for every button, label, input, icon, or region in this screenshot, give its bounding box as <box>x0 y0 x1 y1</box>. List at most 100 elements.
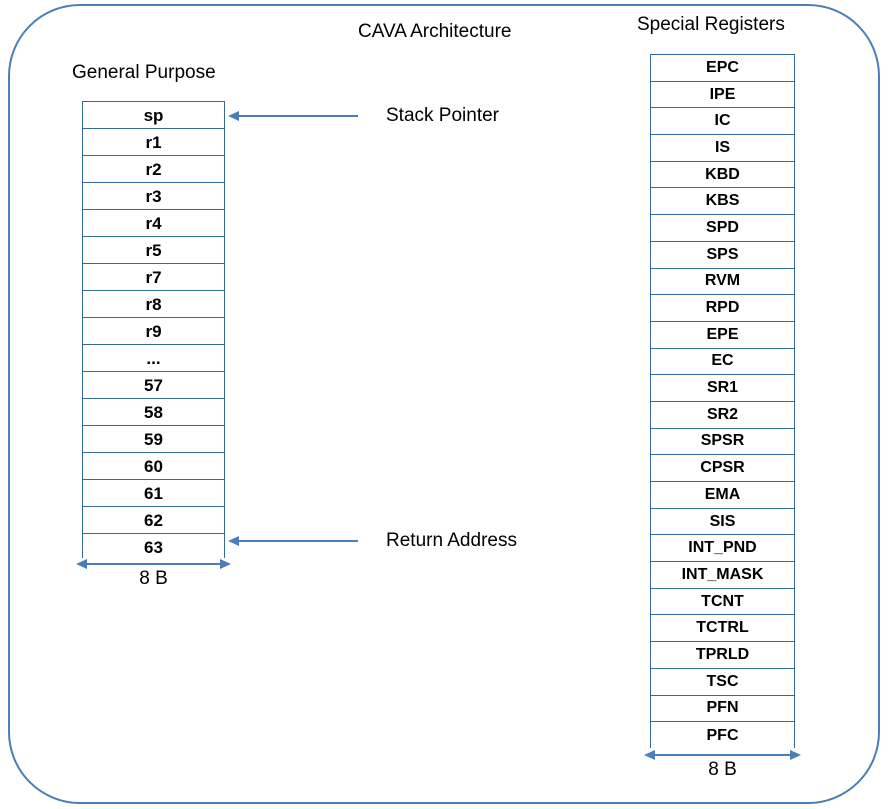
special-register-label: TCNT <box>701 592 744 610</box>
arrow-left-icon <box>228 111 358 121</box>
special-register-cell[interactable]: PFN <box>651 695 794 723</box>
callout-return-address: Return Address <box>228 530 517 552</box>
special-register-cell[interactable]: EPE <box>651 321 794 349</box>
general-purpose-register-cell[interactable]: r1 <box>83 129 224 156</box>
general-purpose-register-label: 62 <box>144 510 163 530</box>
special-register-cell[interactable]: TSC <box>651 668 794 696</box>
special-register-cell[interactable]: EC <box>651 348 794 376</box>
special-register-label: SPD <box>706 218 739 236</box>
general-purpose-register-label: r2 <box>145 159 162 179</box>
general-purpose-register-cell[interactable]: r5 <box>83 237 224 264</box>
callout-stack-pointer-label: Stack Pointer <box>386 105 499 126</box>
special-register-cell[interactable]: EMA <box>651 482 794 509</box>
special-register-label: KBD <box>705 165 740 183</box>
general-purpose-register-cell[interactable]: r4 <box>83 210 224 237</box>
special-register-label: PFN <box>706 699 739 717</box>
special-register-label: INT_PND <box>688 539 757 557</box>
general-purpose-register-label: 61 <box>144 483 163 503</box>
special-register-cell[interactable]: IS <box>651 135 794 162</box>
special-register-cell[interactable]: SPSR <box>651 428 794 456</box>
special-register-cell[interactable]: SPD <box>651 215 794 242</box>
special-register-cell[interactable]: CPSR <box>651 455 794 482</box>
general-purpose-register-cell[interactable]: sp <box>83 102 224 129</box>
special-register-label: EPE <box>706 325 739 343</box>
general-purpose-register-cell[interactable]: r3 <box>83 183 224 210</box>
special-register-cell[interactable]: SIS <box>651 508 794 536</box>
general-purpose-register-cell[interactable]: r2 <box>83 156 224 183</box>
special-register-label: SR2 <box>706 405 739 423</box>
general-purpose-register-label: r3 <box>145 186 162 206</box>
general-purpose-register-cell[interactable]: ... <box>83 345 224 372</box>
general-purpose-register-label: 60 <box>144 456 163 476</box>
outer-rounded-frame <box>8 4 880 804</box>
special-register-cell[interactable]: IC <box>651 108 794 136</box>
callout-stack-pointer: Stack Pointer <box>228 105 499 127</box>
double-arrow-icon <box>644 750 801 760</box>
special-register-cell[interactable]: KBD <box>651 161 794 189</box>
special-registers-heading: Special Registers <box>637 14 785 35</box>
general-purpose-register-label: ... <box>146 348 161 368</box>
general-purpose-heading: General Purpose <box>72 62 216 83</box>
page-title: CAVA Architecture <box>358 21 512 42</box>
special-register-cell[interactable]: PFC <box>651 722 794 749</box>
general-purpose-register-label: r1 <box>145 132 162 152</box>
general-purpose-register-cell[interactable]: r9 <box>83 318 224 345</box>
general-purpose-register-cell[interactable]: r8 <box>83 291 224 318</box>
general-purpose-register-label: sp <box>143 105 164 125</box>
special-register-label: SIS <box>709 512 736 530</box>
general-purpose-register-column: sp r1 r2 r3 r4 r5 r7 r8 r9... 57 58 59 60 61 62 63 <box>82 101 225 561</box>
special-register-cell[interactable]: SR2 <box>651 401 794 429</box>
general-purpose-register-cell[interactable]: 62 <box>83 507 224 534</box>
general-purpose-register-cell[interactable]: 63 <box>83 534 224 561</box>
special-register-label: INT_MASK <box>681 565 764 583</box>
general-purpose-register-cell[interactable]: 59 <box>83 426 224 453</box>
special-register-label: IC <box>714 112 731 130</box>
special-register-cell[interactable]: INT_MASK <box>651 562 794 589</box>
callout-return-address-label: Return Address <box>386 530 517 551</box>
general-purpose-register-label: 63 <box>144 538 163 557</box>
general-purpose-register-cell[interactable]: 61 <box>83 480 224 507</box>
special-register-label: PFC <box>706 726 739 744</box>
special-register-label: SPSR <box>700 432 745 450</box>
special-register-label: EC <box>711 352 734 370</box>
special-register-label: TCTRL <box>696 619 749 637</box>
general-purpose-register-label: r9 <box>145 321 162 341</box>
special-register-cell[interactable]: SPS <box>651 241 794 269</box>
general-purpose-register-label: r8 <box>145 294 162 314</box>
special-register-label: EMA <box>704 485 741 503</box>
special-register-label: IS <box>714 138 731 156</box>
special-register-label: RVM <box>704 272 741 290</box>
general-purpose-register-cell[interactable]: 60 <box>83 453 224 480</box>
general-purpose-register-label: 59 <box>144 429 163 449</box>
special-register-label: TSC <box>706 672 739 690</box>
general-purpose-register-label: r4 <box>145 213 162 233</box>
special-register-cell[interactable]: EPC <box>651 55 794 82</box>
special-register-label: SR1 <box>706 379 739 397</box>
general-purpose-register-cell[interactable]: 57 <box>83 372 224 399</box>
special-register-label: IPE <box>709 85 736 103</box>
special-register-cell[interactable]: TCNT <box>651 588 794 616</box>
special-register-width-dimension: 8 B <box>644 750 801 781</box>
special-register-cell[interactable]: TPRLD <box>651 642 794 669</box>
special-register-label: CPSR <box>700 459 745 477</box>
special-register-cell[interactable]: SR1 <box>651 375 794 402</box>
general-purpose-register-cell[interactable]: 58 <box>83 399 224 426</box>
special-register-cell[interactable]: INT_PND <box>651 535 794 563</box>
special-register-label: EPC <box>706 58 739 76</box>
special-register-cell[interactable]: RVM <box>651 268 794 296</box>
general-purpose-width-label: 8 B <box>139 568 168 589</box>
special-register-cell[interactable]: IPE <box>651 81 794 109</box>
double-arrow-icon <box>76 559 231 569</box>
special-register-label: RPD <box>705 299 740 317</box>
general-purpose-register-label: r7 <box>145 267 162 287</box>
special-register-cell[interactable]: RPD <box>651 295 794 322</box>
special-register-cell[interactable]: TCTRL <box>651 615 794 643</box>
special-register-cell[interactable]: KBS <box>651 188 794 216</box>
general-purpose-register-cell[interactable]: r7 <box>83 264 224 291</box>
general-purpose-register-label: 58 <box>144 402 163 422</box>
special-register-label: TPRLD <box>695 645 750 663</box>
special-register-label: KBS <box>705 192 740 210</box>
arrow-left-icon <box>228 536 358 546</box>
